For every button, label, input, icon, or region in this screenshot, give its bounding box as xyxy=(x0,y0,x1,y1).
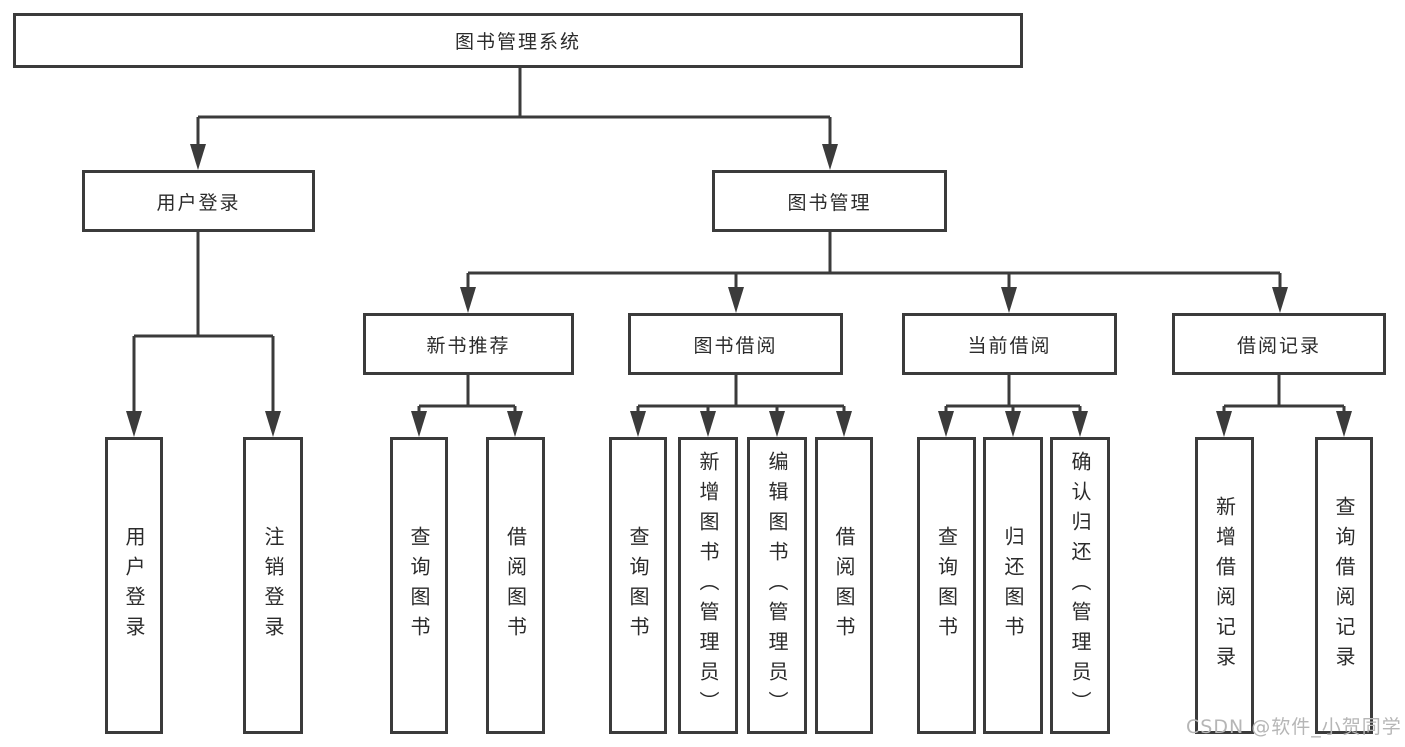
arrowhead-icon xyxy=(728,287,744,313)
connector-records-fan xyxy=(1222,375,1346,419)
node-label: 图书管理 xyxy=(787,191,872,214)
node-label: 编辑图书（管理员） xyxy=(765,450,789,721)
leaf-records-query-record: 查询借阅记录 xyxy=(1315,437,1373,734)
node-book-borrow: 图书借阅 xyxy=(628,313,843,375)
node-label: 查询图书 xyxy=(934,525,959,646)
node-label: 归还图书 xyxy=(1001,525,1025,646)
leaf-current-confirm-return-admin: 确认归还（管理员） xyxy=(1050,437,1110,734)
arrowhead-icon xyxy=(769,411,785,437)
node-label: 用户登录 xyxy=(156,191,241,214)
arrowhead-icon xyxy=(630,411,646,437)
arrowhead-icon xyxy=(1005,411,1021,437)
arrowhead-icon xyxy=(265,411,281,437)
arrowhead-icon xyxy=(938,411,954,437)
node-label: 查询图书 xyxy=(626,525,650,646)
node-root-library-system: 图书管理系统 xyxy=(13,13,1023,68)
connector-recommend-fan xyxy=(417,375,517,419)
node-label: 用户登录 xyxy=(122,525,146,646)
arrowhead-icon xyxy=(411,411,427,437)
leaf-logout: 注销登录 xyxy=(243,437,303,734)
arrowhead-icon xyxy=(700,411,716,437)
leaf-borrow-edit-books-admin: 编辑图书（管理员） xyxy=(747,437,807,734)
node-label: 图书借阅 xyxy=(693,334,778,357)
node-book-management: 图书管理 xyxy=(712,170,947,232)
leaf-user-login: 用户登录 xyxy=(105,437,163,734)
node-label: 查询图书 xyxy=(407,525,431,646)
connector-management-fan xyxy=(466,232,1282,295)
leaf-borrow-add-books-admin: 新增图书（管理员） xyxy=(678,437,738,734)
arrowhead-icon xyxy=(822,144,838,170)
node-label: 借阅记录 xyxy=(1236,334,1321,357)
node-label: 当前借阅 xyxy=(967,334,1052,357)
node-label: 新书推荐 xyxy=(426,334,511,357)
arrowhead-icon xyxy=(1072,411,1088,437)
leaf-current-query-books: 查询图书 xyxy=(917,437,976,734)
leaf-current-return-books: 归还图书 xyxy=(983,437,1043,734)
node-label: 注销登录 xyxy=(261,525,285,646)
connector-current-fan xyxy=(944,375,1082,419)
connector-borrow-fan xyxy=(636,375,846,419)
node-label: 查询借阅记录 xyxy=(1332,495,1356,676)
leaf-recommend-borrow-books: 借阅图书 xyxy=(486,437,545,734)
arrowhead-icon xyxy=(1272,287,1288,313)
arrowhead-icon xyxy=(460,287,476,313)
node-label: 借阅图书 xyxy=(832,525,856,646)
leaf-borrow-borrow-books: 借阅图书 xyxy=(815,437,873,734)
leaf-records-add-record: 新增借阅记录 xyxy=(1195,437,1254,734)
node-label: 新增借阅记录 xyxy=(1212,495,1237,676)
arrowhead-icon xyxy=(126,411,142,437)
arrowhead-icon xyxy=(1001,287,1017,313)
node-new-book-recommend: 新书推荐 xyxy=(363,313,574,375)
arrowhead-icon xyxy=(836,411,852,437)
leaf-recommend-query-books: 查询图书 xyxy=(390,437,448,734)
node-current-borrow: 当前借阅 xyxy=(902,313,1117,375)
leaf-borrow-query-books: 查询图书 xyxy=(609,437,667,734)
arrowhead-icon xyxy=(1336,411,1352,437)
node-label: 新增图书（管理员） xyxy=(696,450,720,721)
node-label: 图书管理系统 xyxy=(454,31,581,53)
connector-login-fan xyxy=(132,232,275,419)
connector-root-to-level2 xyxy=(196,68,832,152)
arrowhead-icon xyxy=(190,144,206,170)
node-label: 借阅图书 xyxy=(503,525,528,646)
arrowhead-icon xyxy=(1216,411,1232,437)
node-borrow-records: 借阅记录 xyxy=(1172,313,1386,375)
node-label: 确认归还（管理员） xyxy=(1068,450,1092,721)
node-user-login: 用户登录 xyxy=(82,170,315,232)
arrowhead-icon xyxy=(507,411,523,437)
